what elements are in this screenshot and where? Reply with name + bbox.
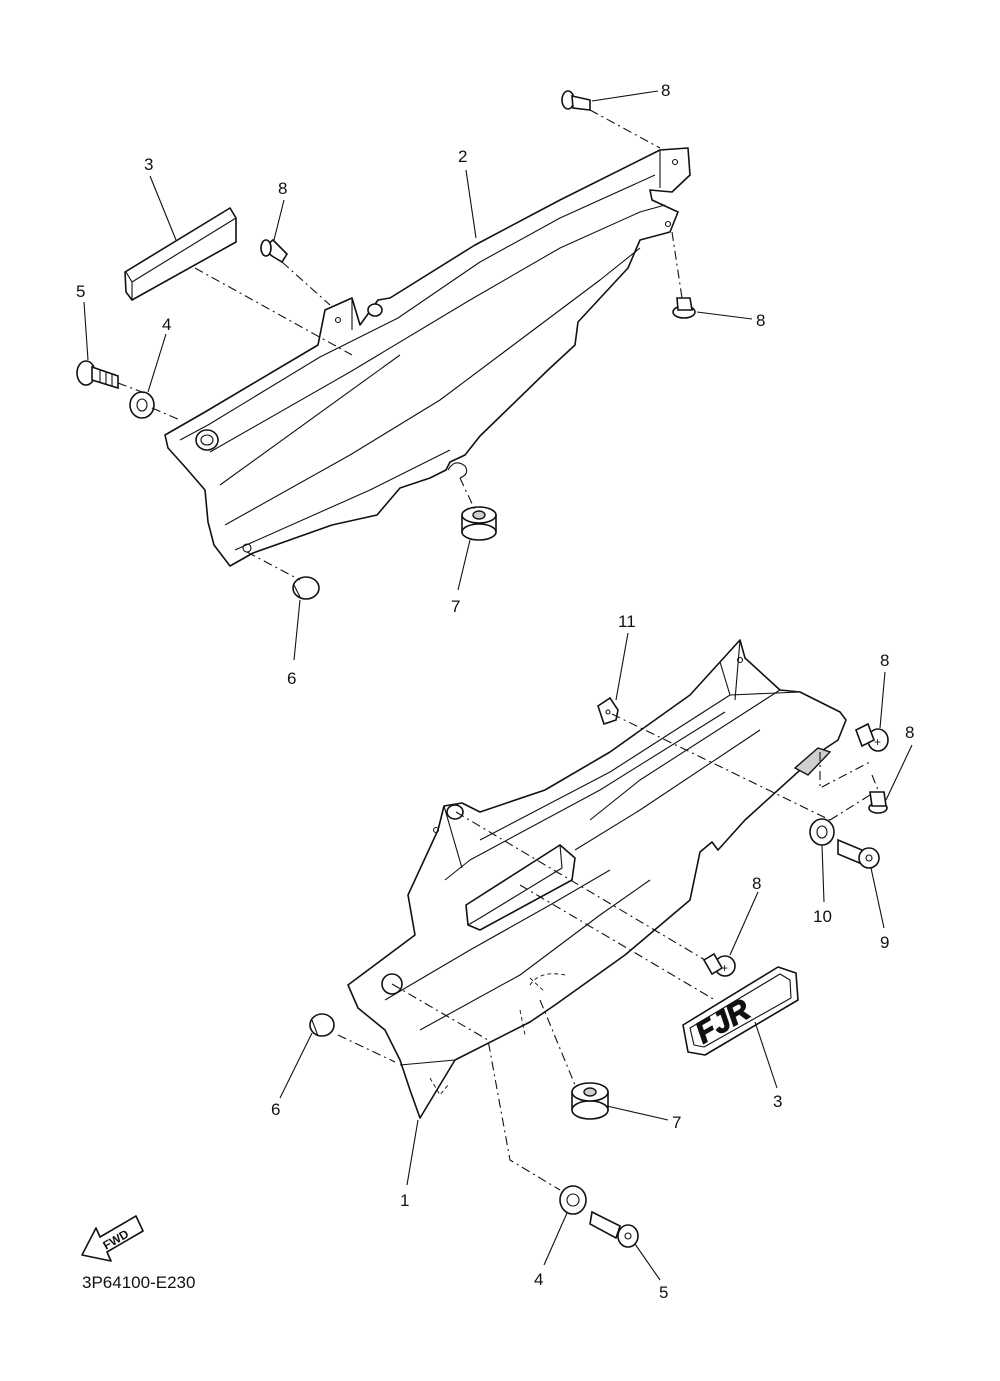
screw-part-5-upper — [76, 360, 119, 390]
svg-text:+: + — [721, 961, 728, 975]
callout-upper-4: 4 — [162, 315, 171, 334]
callout-upper-7: 7 — [451, 597, 460, 616]
clip-part-8-lower-right — [868, 791, 888, 814]
pad-part-3-upper — [124, 207, 237, 301]
callout-upper-5: 5 — [76, 282, 85, 301]
bracket-part-11 — [597, 696, 619, 726]
callout-upper-8c: 8 — [756, 311, 765, 330]
screw-part-9-lower — [837, 838, 880, 869]
callout-lower-9: 9 — [880, 933, 889, 952]
clip-part-8-lower-middle: + — [702, 952, 736, 977]
callout-lower-3: 3 — [773, 1092, 782, 1111]
callout-lower-10: 10 — [813, 907, 832, 926]
diagram-code: 3P64100-E230 — [82, 1273, 195, 1292]
callout-upper-8b: 8 — [278, 179, 287, 198]
side-cover-lower — [347, 639, 847, 1119]
callout-upper-8a: 8 — [661, 81, 670, 100]
callout-lower-6: 6 — [271, 1100, 280, 1119]
clip-part-8-upper-right — [672, 297, 696, 319]
callout-upper-2: 2 — [458, 147, 467, 166]
callout-lower-8c: 8 — [752, 874, 761, 893]
callout-lower-7: 7 — [672, 1113, 681, 1132]
callout-lower-8a: 8 — [880, 651, 889, 670]
side-cover-upper — [164, 147, 691, 567]
callout-upper-6: 6 — [287, 669, 296, 688]
lower-leader-lines — [279, 632, 913, 1281]
callout-upper-3: 3 — [144, 155, 153, 174]
clip-part-8-upper-top — [561, 90, 591, 111]
callout-lower-8b: 8 — [905, 723, 914, 742]
callout-lower-5: 5 — [659, 1283, 668, 1302]
fjr-emblem-part-3: FJR — [682, 966, 799, 1056]
grommet-part-7-lower — [571, 1082, 609, 1120]
callout-lower-4: 4 — [534, 1270, 543, 1289]
callout-lower-1: 1 — [400, 1191, 409, 1210]
grommet-part-4-upper — [129, 391, 155, 419]
clip-part-8-upper-left — [260, 238, 289, 264]
fwd-arrow-icon: FWD — [81, 1215, 144, 1262]
clip-part-8-lower-top: + — [854, 722, 889, 752]
callout-lower-11: 11 — [618, 612, 636, 631]
damper-part-6-lower — [309, 1013, 335, 1037]
screw-part-5-lower — [589, 1210, 639, 1248]
svg-text:+: + — [874, 735, 881, 749]
damper-part-6-upper — [292, 576, 320, 600]
grommet-part-4-lower — [559, 1185, 587, 1215]
grommet-part-10-lower — [809, 818, 835, 846]
upper-leader-lines — [83, 90, 753, 661]
grommet-part-7-upper — [461, 506, 497, 541]
